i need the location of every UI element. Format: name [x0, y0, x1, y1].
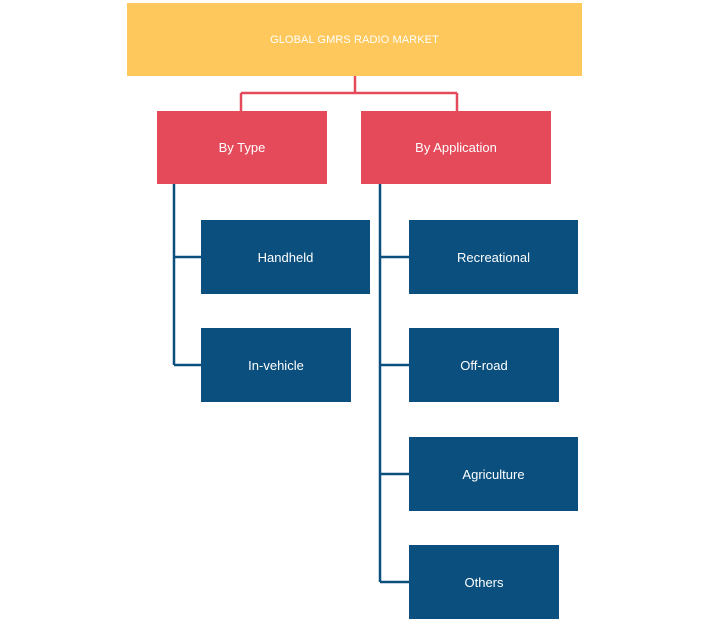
node-label: Others [464, 574, 504, 590]
category-by-application: By Application [361, 111, 551, 184]
node-label: In-vehicle [248, 357, 304, 373]
root-node: GLOBAL GMRS RADIO MARKET [127, 3, 582, 76]
node-label: Handheld [257, 249, 314, 265]
type-connector [172, 184, 201, 367]
node-handheld: Handheld [201, 220, 370, 294]
node-agriculture: Agriculture [409, 437, 578, 511]
node-label: Agriculture [462, 466, 525, 482]
root-connector [239, 76, 459, 111]
node-label: Off-road [460, 357, 508, 373]
node-recreational: Recreational [409, 220, 578, 294]
category-by-type: By Type [157, 111, 327, 184]
category-label: By Type [218, 140, 266, 155]
node-label: Recreational [457, 249, 530, 265]
node-others: Others [409, 545, 559, 619]
application-connector [378, 184, 409, 584]
node-off-road: Off-road [409, 328, 559, 402]
node-in-vehicle: In-vehicle [201, 328, 351, 402]
category-label: By Application [415, 140, 497, 155]
root-label: GLOBAL GMRS RADIO MARKET [270, 33, 439, 46]
